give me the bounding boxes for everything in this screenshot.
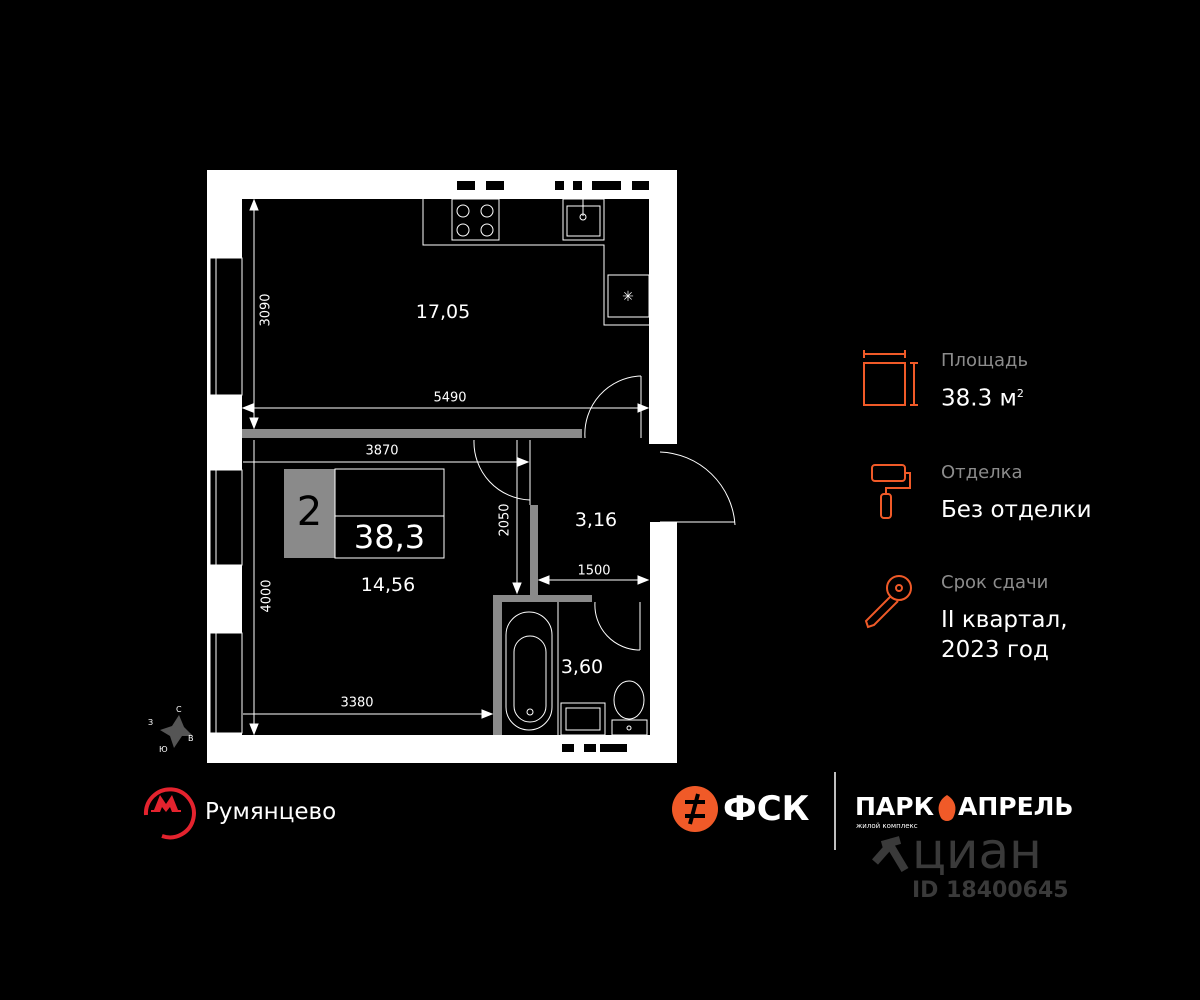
dim-room-width-top: 3870 [365,443,399,459]
complex-name-1: ПАРК [855,792,935,821]
dim-room-width-bottom: 3380 [340,695,374,711]
room-area-kitchen: 17,05 [415,301,471,323]
cian-logo-icon [872,836,909,873]
dimension-lines [241,198,650,736]
windows [209,257,243,734]
badge-rooms: 2 [296,489,323,535]
cian-watermark-id: ID 18400645 [912,878,1069,903]
outer-walls [207,170,677,763]
svg-text:✳: ✳ [622,289,634,305]
deadline-label: Срок сдачи [941,572,1049,593]
bathroom-fixtures [505,602,648,736]
complex-name-2: АПРЕЛЬ [958,792,1074,821]
info-icons [863,350,918,629]
finish-label: Отделка [941,462,1023,483]
cian-watermark: циан [912,822,1042,880]
key-icon [864,575,912,629]
dim-partition: 2050 [497,503,513,537]
metro-station: Румянцево [205,799,337,825]
area-label: Площадь [941,350,1029,371]
doors [473,375,736,651]
badge-total-area: 38,3 [353,518,426,556]
deadline-line2: 2023 год [941,637,1049,663]
area-value: 38.3 м2 [941,385,1024,412]
area-icon [863,350,918,406]
room-area-bathroom: 3,60 [560,656,604,678]
developer-logo: ФСК [723,789,810,829]
dim-room-height: 4000 [259,579,275,613]
room-area-hallway: 3,16 [574,509,618,531]
compass-west: З [148,718,153,727]
compass-labels: С З В Ю [148,705,194,754]
deadline-line1: II квартал, [941,607,1068,633]
compass-icon [160,715,193,748]
dim-kitchen-height: 3090 [258,293,274,327]
interior-walls [242,429,592,735]
finish-value: Без отделки [941,497,1092,523]
paint-roller-icon [871,464,911,519]
fsk-logo-icon [672,786,718,832]
room-area-room: 14,56 [360,574,416,596]
kitchen-furniture: ✳ [422,198,650,326]
complex-subtitle: жилой комплекс [856,822,918,830]
metro-icon [143,787,196,840]
dim-kitchen-width: 5490 [433,390,467,406]
apartment-badge [284,468,445,559]
compass-south: Ю [159,745,168,754]
dim-hall-width: 1500 [577,563,611,579]
compass-east: В [188,734,194,743]
top-windows [457,181,649,752]
leaf-icon [938,795,956,821]
compass-north: С [176,705,182,714]
